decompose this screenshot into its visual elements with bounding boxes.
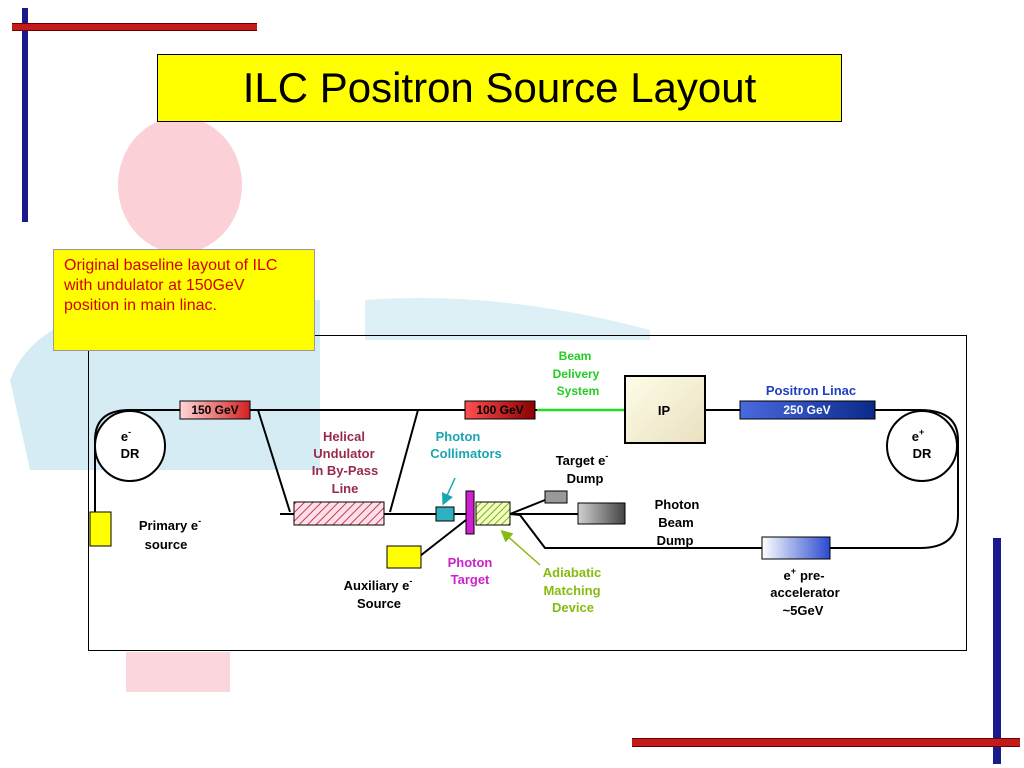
e-plus-dr-label-2: DR	[913, 446, 932, 461]
frame-bar-left	[22, 8, 28, 222]
svg-text:Beam: Beam	[559, 349, 592, 363]
svg-text:System: System	[557, 384, 600, 398]
svg-text:Target e-: Target e-	[556, 451, 609, 468]
primary-source-box	[89, 511, 112, 547]
beam-delivery-label: Beam Delivery System	[553, 349, 600, 398]
adiabatic-label: Adiabatic Matching Device	[543, 565, 602, 615]
helical-undulator-box	[293, 501, 385, 526]
svg-text:Photon: Photon	[436, 429, 481, 444]
adiabatic-matching-box	[475, 501, 511, 526]
svg-text:Auxiliary e-: Auxiliary e-	[344, 576, 413, 593]
svg-text:Adiabatic: Adiabatic	[543, 565, 602, 580]
linac-100gev-box	[464, 400, 536, 420]
diagram-frame	[88, 335, 967, 651]
positron-linac-title: Positron Linac	[766, 383, 856, 398]
svg-text:Collimators: Collimators	[430, 446, 502, 461]
page-title: ILC Positron Source Layout	[157, 54, 842, 122]
target-dump-label: Target e- Dump	[556, 451, 609, 486]
beam-lines	[94, 409, 959, 557]
svg-text:Source: Source	[357, 596, 401, 611]
note-callout: Original baseline layout of ILC with und…	[53, 249, 315, 351]
e-plus-dr	[886, 410, 958, 482]
e-minus-dr	[94, 410, 166, 482]
primary-source-label: Primary e- source	[139, 516, 201, 552]
svg-text:Line: Line	[332, 481, 359, 496]
svg-text:e+pre-: e+pre-	[783, 566, 824, 583]
helical-undulator-label: Helical Undulator In By-Pass Line	[312, 429, 378, 496]
svg-text:Target: Target	[451, 572, 490, 587]
svg-text:Photon: Photon	[448, 555, 493, 570]
svg-text:Beam: Beam	[658, 515, 693, 530]
svg-text:Matching: Matching	[543, 583, 600, 598]
e-minus-dr-label-2: DR	[121, 446, 140, 461]
svg-text:Delivery: Delivery	[553, 367, 600, 381]
svg-text:Photon: Photon	[655, 497, 700, 512]
e-minus-dr-label: e-	[121, 427, 131, 444]
svg-text:source: source	[145, 537, 188, 552]
linac-150gev-label: 150 GeV	[191, 403, 238, 417]
ip-box	[624, 375, 706, 444]
photon-collimators-label: Photon Collimators	[430, 429, 502, 461]
linac-100gev-label: 100 GeV	[476, 403, 523, 417]
svg-text:In By-Pass: In By-Pass	[312, 463, 378, 478]
svg-text:Undulator: Undulator	[313, 446, 374, 461]
linac-150gev-box	[179, 400, 251, 420]
positron-linac-energy: 250 GeV	[783, 403, 830, 417]
preaccelerator-label: e+pre- accelerator ~5GeV	[770, 566, 839, 618]
svg-text:Dump: Dump	[567, 471, 604, 486]
auxiliary-source-label: Auxiliary e- Source	[344, 576, 413, 611]
photon-target-bar	[465, 490, 475, 535]
svg-text:Device: Device	[552, 600, 594, 615]
preaccelerator-box	[761, 536, 831, 560]
svg-text:Primary e-: Primary e-	[139, 516, 201, 533]
photon-target-label: Photon Target	[448, 555, 493, 587]
e-plus-dr-label: e+	[912, 427, 925, 444]
frame-bar-bottom	[632, 738, 1020, 747]
photon-collimator-box	[435, 506, 455, 522]
positron-linac-box	[739, 400, 876, 420]
svg-text:accelerator: accelerator	[770, 585, 839, 600]
photon-beam-dump-box	[577, 502, 626, 525]
frame-bar-top	[12, 23, 257, 31]
frame-bar-right	[993, 538, 1001, 764]
svg-text:Dump: Dump	[657, 533, 694, 548]
adiabatic-arrow	[500, 530, 541, 566]
auxiliary-source-box	[386, 545, 422, 569]
svg-text:~5GeV: ~5GeV	[783, 603, 824, 618]
target-dump-box	[544, 490, 568, 504]
photon-beam-dump-label: Photon Beam Dump	[655, 497, 700, 548]
collimator-arrow	[442, 477, 456, 506]
ip-label: IP	[658, 403, 671, 418]
svg-text:Helical: Helical	[323, 429, 365, 444]
